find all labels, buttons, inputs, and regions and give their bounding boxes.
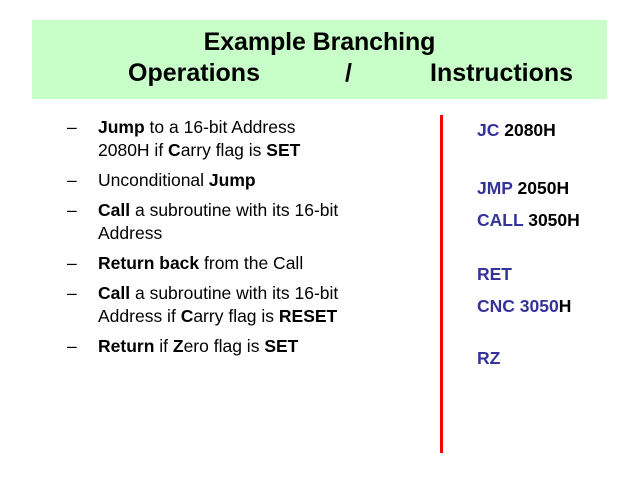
- operation-keyword: C: [168, 140, 181, 160]
- operation-text-line: Call a subroutine with its 16-bit: [98, 282, 422, 305]
- operation-text: if: [154, 336, 173, 356]
- column-divider-line: [440, 115, 443, 453]
- bullet-dash-icon: –: [67, 200, 77, 220]
- bullet-dash-icon: –: [67, 117, 77, 137]
- instruction-operand: H: [558, 296, 572, 316]
- operation-text: to a 16-bit Address: [144, 117, 296, 137]
- instruction-item: RZ: [477, 348, 500, 369]
- operation-text: ero flag is: [183, 336, 265, 356]
- instruction-item: CALL 3050H: [477, 210, 580, 231]
- bullet-dash-icon: –: [67, 283, 77, 303]
- operation-keyword: Z: [172, 336, 184, 356]
- operation-keyword: RESET: [278, 306, 338, 326]
- bullet-dash-icon: –: [67, 336, 77, 356]
- instruction-mnemonic: RET: [477, 264, 512, 284]
- operation-item: – Unconditional Jump: [62, 169, 422, 192]
- operation-text-line: Address if Carry flag is RESET: [98, 305, 422, 328]
- bullet-dash-icon: –: [67, 170, 77, 190]
- operation-text-line: 2080H if Carry flag is SET: [98, 139, 422, 162]
- operation-text: a subroutine with its 16-bit: [130, 283, 339, 303]
- instruction-item: CNC 3050H: [477, 296, 571, 317]
- operation-text: arry flag is: [193, 306, 279, 326]
- bullet-dash-icon: –: [67, 253, 77, 273]
- operation-text-line: Address: [98, 222, 422, 245]
- instruction-item: RET: [477, 264, 512, 285]
- operation-text-line: Unconditional Jump: [98, 169, 422, 192]
- operation-keyword: Return: [98, 336, 155, 356]
- instruction-mnemonic: CNC 3050: [477, 296, 559, 316]
- operation-text: a subroutine with its 16-bit: [130, 200, 339, 220]
- operation-keyword: C: [180, 306, 194, 326]
- operation-item: – Return back from the Call: [62, 252, 422, 275]
- operation-keyword: Jump: [208, 170, 256, 190]
- operation-text: from the Call: [199, 253, 304, 273]
- operation-keyword: Call: [98, 283, 131, 303]
- instruction-operand: 2050H: [512, 178, 570, 198]
- instruction-item: JC 2080H: [477, 120, 556, 141]
- operation-keyword: SET: [266, 140, 301, 160]
- operation-text: Address if: [98, 306, 181, 326]
- instruction-item: JMP 2050H: [477, 178, 569, 199]
- operation-text: arry flag is: [180, 140, 267, 160]
- operation-keyword: Call: [98, 200, 131, 220]
- title-segment-instructions: Instructions: [430, 59, 574, 87]
- page-title-line-1: Example Branching: [203, 28, 436, 56]
- instruction-mnemonic: RZ: [477, 348, 501, 368]
- instruction-mnemonic: CALL: [477, 210, 524, 230]
- operation-text-line: Jump to a 16-bit Address: [98, 116, 422, 139]
- instruction-mnemonic: JC: [477, 120, 500, 140]
- title-segment-separator: /: [345, 59, 352, 87]
- instruction-operand: 2080H: [499, 120, 556, 140]
- operation-keyword: SET: [264, 336, 299, 356]
- operation-text-line: Return if Zero flag is SET: [98, 335, 422, 358]
- operation-text: 2080H if: [98, 140, 169, 160]
- operation-text-line: Call a subroutine with its 16-bit: [98, 199, 422, 222]
- instruction-mnemonic: JMP: [477, 178, 513, 198]
- operation-text: Address: [98, 223, 163, 243]
- title-band: Example Branching Operations / Instructi…: [32, 20, 607, 99]
- operation-item: – Return if Zero flag is SET: [62, 335, 422, 358]
- operation-keyword: Jump: [98, 117, 145, 137]
- operation-text-line: Return back from the Call: [98, 252, 422, 275]
- title-segment-operations: Operations: [128, 59, 260, 87]
- instruction-operand: 3050H: [523, 210, 580, 230]
- operation-text: Unconditional: [98, 170, 209, 190]
- operation-keyword: Return back: [98, 253, 200, 273]
